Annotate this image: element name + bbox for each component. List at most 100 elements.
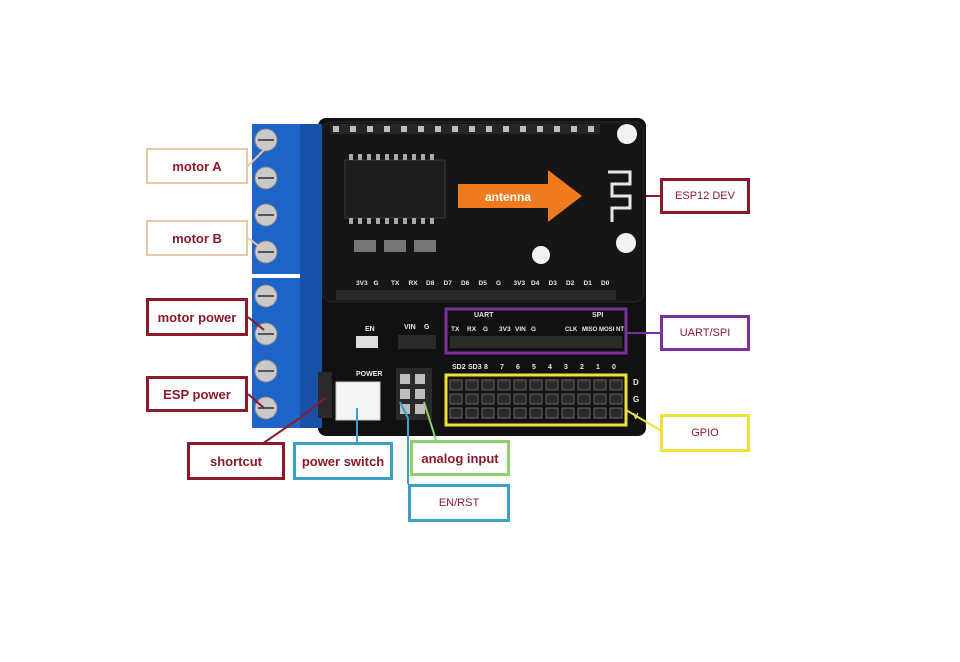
- leader-motor-power: [247, 316, 265, 331]
- top-pin-header: [330, 124, 600, 134]
- chip-leg: [358, 218, 362, 224]
- chip-leg: [430, 154, 434, 160]
- smd-component: [354, 240, 376, 252]
- gpio-pin: [497, 393, 511, 405]
- gpio-pin: [481, 393, 495, 405]
- gpio-pin: [561, 393, 575, 405]
- top-pin-label: G: [496, 280, 501, 287]
- gpio-pin-label: 4: [548, 364, 552, 371]
- callout-motor-a: motor A: [146, 148, 248, 184]
- gpio-pin: [449, 407, 463, 419]
- spi-pin-label: MOSI: [599, 327, 615, 333]
- leader-motor-b: [247, 237, 265, 251]
- en-button: [356, 336, 378, 348]
- gpio-pin: [465, 393, 479, 405]
- header-pin: [486, 126, 492, 132]
- gpio-row-letter: G: [633, 395, 639, 404]
- uart-pin-label: G: [531, 326, 536, 333]
- callout-en-rst: EN/RST: [408, 484, 510, 522]
- spi-title: SPI: [592, 312, 603, 319]
- smd-component: [414, 240, 436, 252]
- gpio-pin: [513, 379, 527, 391]
- callout-gpio: GPIO: [660, 414, 750, 452]
- uart-pin-label: 3V3: [499, 326, 511, 333]
- top-pin-label: RX: [409, 280, 419, 287]
- uart-pin-label: RX: [467, 326, 477, 333]
- leader-motor-a: [247, 149, 265, 167]
- header-pin: [554, 126, 560, 132]
- top-pin-label: D2: [566, 280, 575, 287]
- gpio-pin-label: 0: [612, 364, 616, 371]
- header-pin: [452, 126, 458, 132]
- top-pin-label: TX: [391, 280, 400, 287]
- spi-pin-label: NT: [616, 327, 624, 333]
- gpio-pin-label: SD2: [452, 364, 466, 371]
- gpio-pin: [529, 379, 543, 391]
- callout-shortcut: shortcut: [187, 442, 285, 480]
- gpio-pin: [497, 407, 511, 419]
- top-pin-label: 3V3: [356, 280, 368, 287]
- terminal-screw: [254, 396, 278, 420]
- chip-leg: [403, 218, 407, 224]
- header-pin: [415, 374, 425, 384]
- header-pin: [588, 126, 594, 132]
- header-pin: [401, 126, 407, 132]
- top-pin-label: D6: [461, 280, 470, 287]
- gpio-pin-label: 2: [580, 364, 584, 371]
- leader-en-rst: [399, 401, 409, 484]
- header-pin: [384, 126, 390, 132]
- gpio-pin: [561, 379, 575, 391]
- header-pin: [400, 389, 410, 399]
- callout-esp-power: ESP power: [146, 376, 248, 412]
- gpio-pin: [513, 407, 527, 419]
- callout-esp12-dev: ESP12 DEV: [660, 178, 750, 214]
- gpio-pin: [577, 393, 591, 405]
- spi-pin-label: CLK: [565, 327, 578, 333]
- chip-leg: [421, 154, 425, 160]
- gpio-pin: [593, 407, 607, 419]
- chip-leg: [385, 218, 389, 224]
- header-pin: [418, 126, 424, 132]
- uart-pin-label: VIN: [515, 326, 526, 333]
- gpio-pin: [609, 407, 623, 419]
- gpio-pin: [481, 407, 495, 419]
- vin-label: VIN: [404, 324, 416, 331]
- gpio-pin: [593, 393, 607, 405]
- gpio-row-letter: D: [633, 378, 639, 387]
- mounting-hole: [617, 124, 637, 144]
- gpio-pin: [561, 407, 575, 419]
- terminal-screw: [254, 203, 278, 227]
- chip-leg: [430, 218, 434, 224]
- gpio-pin-label: 6: [516, 364, 520, 371]
- terminal-screw: [254, 322, 278, 346]
- chip-leg: [394, 154, 398, 160]
- header-pin: [435, 126, 441, 132]
- leader-shortcut: [261, 397, 326, 445]
- terminal-screw: [254, 128, 278, 152]
- antenna-arrow: [458, 170, 582, 222]
- chip-leg: [367, 154, 371, 160]
- g-label: G: [424, 324, 430, 331]
- chip-leg: [412, 154, 416, 160]
- gpio-pin-label: 7: [500, 364, 504, 371]
- mounting-hole: [616, 233, 636, 253]
- gpio-pin: [545, 407, 559, 419]
- chip-leg: [394, 218, 398, 224]
- uart-pin-label: G: [483, 326, 488, 333]
- leader-gpio: [625, 409, 661, 431]
- top-pin-label: D1: [584, 280, 593, 287]
- chip-leg: [367, 218, 371, 224]
- uart-title: UART: [474, 312, 494, 319]
- terminal-screw: [254, 166, 278, 190]
- spi-pin-label: MISO: [582, 327, 598, 333]
- chip-leg: [412, 218, 416, 224]
- chip-leg: [385, 154, 389, 160]
- header-pin: [333, 126, 339, 132]
- top-pin-label: D8: [426, 280, 435, 287]
- callout-analog-input: analog input: [410, 440, 510, 476]
- chip-leg: [421, 218, 425, 224]
- gpio-pin: [497, 379, 511, 391]
- top-pin-label: G: [374, 280, 379, 287]
- ch340-chip: [344, 159, 446, 219]
- top-pin-label: 3V3: [514, 280, 526, 287]
